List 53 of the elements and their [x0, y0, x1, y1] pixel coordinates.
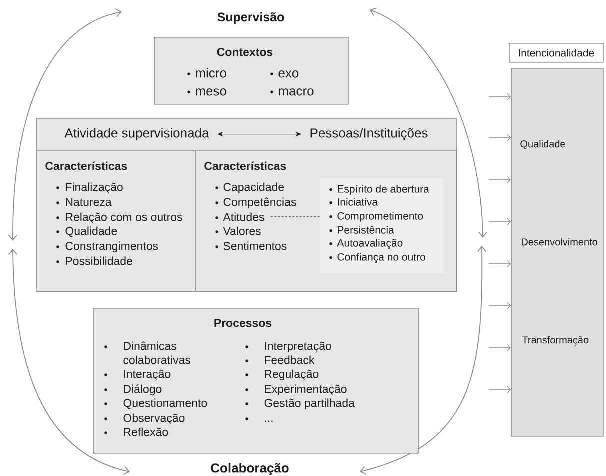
list-item: Finalização [66, 182, 123, 194]
arrow [488, 260, 511, 268]
label-text: Supervisão [218, 12, 284, 24]
arrow [488, 302, 511, 310]
arrow [488, 93, 511, 101]
dashed-line [270, 216, 320, 218]
list-item: Competências [224, 198, 296, 209]
list-item: Possibilidade [66, 256, 132, 266]
list-item: Confiança no outro [338, 253, 426, 263]
list-item: Regulação [265, 370, 319, 381]
list-item: Capacidade [224, 182, 284, 194]
list-item: Interpretação [265, 342, 332, 353]
list-item: Persistência [338, 226, 394, 234]
list-item: Gestão partilhada [264, 398, 355, 410]
box-label: Transformação [522, 336, 589, 346]
list-item: Feedback [265, 356, 315, 364]
arrow [488, 386, 511, 394]
list-item: Constrangimentos [66, 242, 158, 253]
panel-heading: Características [46, 162, 128, 170]
list-item: Relação com os outros [66, 212, 182, 224]
header-text: Pessoas/Instituições [310, 128, 428, 140]
list-item: Interação [124, 370, 171, 381]
arrow [488, 218, 511, 226]
box-label: Desenvolvimento [522, 238, 598, 246]
list-item: ... [265, 420, 273, 422]
list-item: Experimentação [265, 384, 347, 396]
list-item: micro [196, 68, 226, 78]
list-item: meso [196, 88, 226, 96]
list-item: exo [278, 70, 299, 78]
list-item: Questionamento [124, 398, 208, 410]
list-item: Espírito de abertura [338, 185, 430, 195]
list-item: Dinâmicas colaborativas [124, 342, 191, 364]
list-item: Comprometimento [338, 212, 424, 222]
header-text: Atividade supervisionada [64, 128, 210, 140]
list-item: Reflexão [124, 428, 168, 436]
panel-heading: Contextos [217, 48, 273, 56]
list-item: Sentimentos [224, 242, 287, 250]
list-item: Valores [223, 226, 261, 236]
label-box: Intencionalidade [509, 43, 604, 63]
list-item: macro [279, 88, 314, 96]
list-item: Diálogo [124, 384, 162, 396]
panel-heading: Características [204, 162, 286, 170]
list-item: Natureza [66, 198, 112, 206]
panel-heading: Processos [214, 319, 272, 328]
box-label: Qualidade [520, 140, 566, 150]
list-item: Qualidade [66, 226, 118, 238]
arrow [488, 134, 511, 142]
list-item: Atitudes [223, 212, 264, 222]
list-item: Observação [124, 414, 185, 425]
list-item: Autoavaliação [337, 239, 403, 249]
arrow [488, 176, 511, 184]
arrow [488, 344, 511, 352]
list-item: Iniciativa [338, 198, 378, 206]
